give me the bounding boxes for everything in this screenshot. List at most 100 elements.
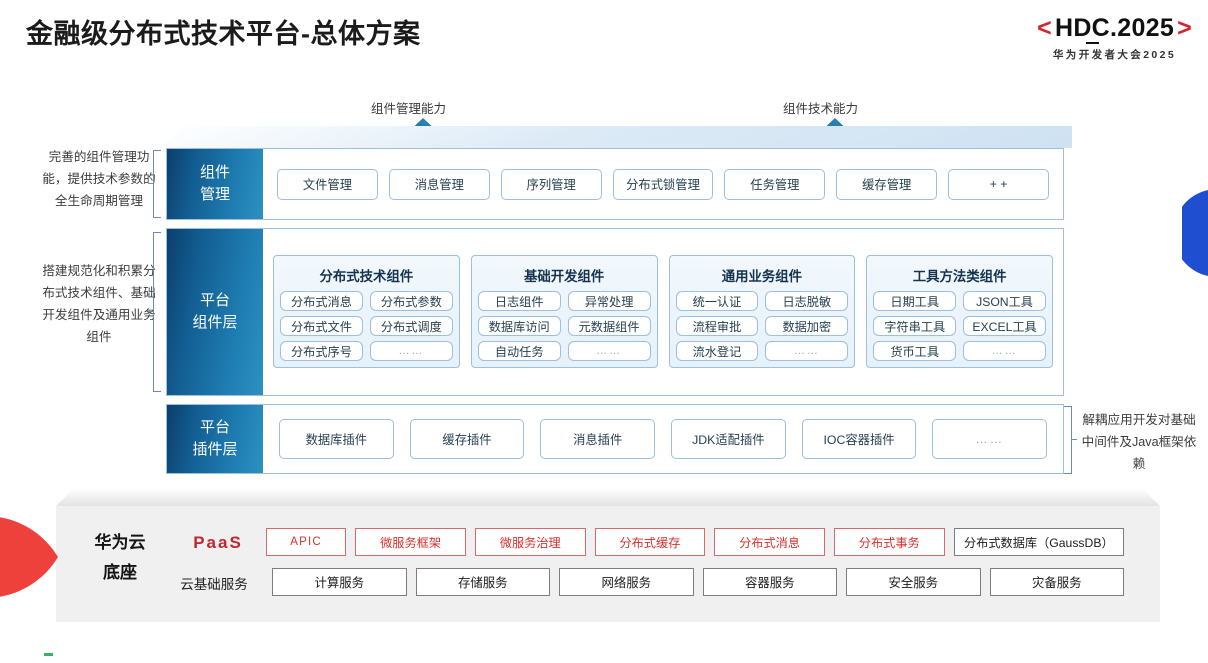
- bracket-tick-2: [148, 311, 153, 313]
- pill-log-component[interactable]: 日志组件: [477, 291, 561, 311]
- bracket-tick-3: [1072, 439, 1077, 441]
- group-grid: 日志组件 异常处理 数据库访问 元数据组件 自动任务 ……: [477, 291, 651, 361]
- group-distributed-tech-components: 分布式技术组件 分布式消息 分布式参数 分布式文件 分布式调度 分布式序号 ……: [273, 255, 460, 368]
- chip-network-service[interactable]: 网络服务: [559, 568, 694, 596]
- base-panel-bevel: [56, 490, 1160, 506]
- pill-unified-authentication[interactable]: 统一认证: [675, 291, 759, 311]
- chip-compute-service[interactable]: 计算服务: [272, 568, 407, 596]
- group-title: 通用业务组件: [721, 269, 803, 284]
- left-annotation-2: 搭建规范化和积累分布式技术组件、基础开发组件及通用业务组件: [42, 264, 156, 344]
- row-platform-plugin-layer: 平台 插件层 数据库插件 缓存插件 消息插件 JDK适配插件 IOC容器插件 ……: [166, 404, 1064, 474]
- pill-distributed-message[interactable]: 分布式消息: [280, 291, 363, 311]
- group-general-business-components: 通用业务组件 统一认证 日志脱敏 流程审批 数据加密 流水登记 ……: [668, 255, 856, 368]
- group-grid: 统一认证 日志脱敏 流程审批 数据加密 流水登记 ……: [675, 291, 849, 361]
- base-title-line-2: 底座: [103, 563, 137, 582]
- row-label-line-2: 插件层: [192, 441, 238, 458]
- row-label-line-1: 组件: [199, 164, 230, 181]
- pill-distributed-scheduling[interactable]: 分布式调度: [369, 316, 453, 336]
- chip-distributed-message[interactable]: 分布式消息: [714, 528, 825, 556]
- pill-date-tool[interactable]: 日期工具: [873, 291, 957, 311]
- chip-apic[interactable]: APIC: [266, 528, 347, 556]
- pill-more[interactable]: ……: [369, 341, 453, 361]
- row-label-component-management: 组件 管理: [167, 149, 263, 219]
- pill-transaction-registration[interactable]: 流水登记: [675, 341, 759, 361]
- pill-message-plugin[interactable]: 消息插件: [540, 419, 656, 459]
- red-wedge-decoration-icon: [0, 512, 58, 602]
- bracket-left-1: [153, 150, 161, 218]
- group-grid: 分布式消息 分布式参数 分布式文件 分布式调度 分布式序号 ……: [280, 291, 453, 361]
- row-label-line-1: 平台: [199, 419, 230, 436]
- bracket-left-2: [153, 232, 161, 392]
- base-panel: [56, 506, 1160, 622]
- pill-exception-handling[interactable]: 异常处理: [567, 291, 651, 311]
- row-component-management: 组件 管理 文件管理 消息管理 序列管理 分布式锁管理 任务管理 缓存管理 + …: [166, 148, 1064, 220]
- group-tool-method-components: 工具方法类组件 日期工具 JSON工具 字符串工具 EXCEL工具 货币工具 ……: [866, 255, 1053, 368]
- pill-data-encryption[interactable]: 数据加密: [765, 316, 849, 336]
- paas-row-tag: PaaS: [193, 533, 243, 552]
- chip-distributed-cache[interactable]: 分布式缓存: [594, 528, 706, 556]
- group-title: 基础开发组件: [523, 269, 605, 284]
- row-body-component-management: 文件管理 消息管理 序列管理 分布式锁管理 任务管理 缓存管理 + +: [263, 149, 1063, 219]
- pill-ioc-container-plugin[interactable]: IOC容器插件: [801, 419, 917, 459]
- chip-microservice-framework[interactable]: 微服务框架: [355, 528, 466, 556]
- hdc-right-bracket-icon: >: [1177, 14, 1192, 42]
- pill-metadata-component[interactable]: 元数据组件: [567, 316, 651, 336]
- base-panel-title: 华为云 底座: [72, 528, 168, 588]
- row-label-line-2: 管理: [199, 186, 230, 203]
- diagram-top-bevel: [160, 126, 1072, 148]
- pill-cache-plugin[interactable]: 缓存插件: [409, 419, 525, 459]
- row-label-platform-plugin-layer: 平台 插件层: [167, 405, 263, 473]
- pill-more[interactable]: ……: [932, 419, 1048, 459]
- chip-security-service[interactable]: 安全服务: [846, 568, 981, 596]
- hdc-logo-subtitle: 华为开发者大会2025: [1052, 49, 1177, 61]
- bracket-tick-1: [148, 183, 153, 185]
- row-body-platform-plugin-layer: 数据库插件 缓存插件 消息插件 JDK适配插件 IOC容器插件 ……: [263, 405, 1063, 473]
- hdc-logo-text: HDC.2025: [1054, 14, 1175, 44]
- chip-storage-service[interactable]: 存储服务: [415, 568, 550, 596]
- right-annotation: 解耦应用开发对基础中间件及Java框架依赖: [1081, 413, 1197, 471]
- pill-file-management[interactable]: 文件管理: [277, 168, 378, 200]
- group-basic-development-components: 基础开发组件 日志组件 异常处理 数据库访问 元数据组件 自动任务 ……: [470, 255, 658, 368]
- cloud-services-row-tag: 云基础服务: [180, 577, 248, 592]
- pill-database-access[interactable]: 数据库访问: [477, 316, 561, 336]
- chip-distributed-transaction[interactable]: 分布式事务: [833, 528, 945, 556]
- pill-more[interactable]: ……: [963, 341, 1046, 361]
- chip-disaster-recovery-service[interactable]: 灾备服务: [989, 568, 1124, 596]
- row-label-platform-component-layer: 平台 组件层: [167, 229, 263, 395]
- hdc-underline-mark: [1085, 42, 1099, 44]
- chip-microservice-governance[interactable]: 微服务治理: [474, 528, 586, 556]
- pill-message-management[interactable]: 消息管理: [388, 168, 490, 200]
- row-platform-component-layer: 平台 组件层 分布式技术组件 分布式消息 分布式参数 分布式文件 分布式调度 分…: [166, 228, 1064, 396]
- pill-process-approval[interactable]: 流程审批: [675, 316, 759, 336]
- pill-sequence-management[interactable]: 序列管理: [500, 168, 602, 200]
- pill-string-tool[interactable]: 字符串工具: [873, 316, 957, 336]
- pill-more[interactable]: ……: [567, 341, 651, 361]
- pill-add-more[interactable]: + +: [948, 168, 1050, 200]
- pill-distributed-parameter[interactable]: 分布式参数: [369, 291, 453, 311]
- flow-caption-component-technology: 组件技术能力: [783, 102, 859, 116]
- pill-log-desensitization[interactable]: 日志脱敏: [765, 291, 849, 311]
- pill-task-management[interactable]: 任务管理: [724, 168, 826, 200]
- flow-caption-component-management: 组件管理能力: [371, 102, 447, 116]
- chip-distributed-database-gaussdb[interactable]: 分布式数据库（GaussDB）: [953, 528, 1125, 556]
- pill-distributed-file[interactable]: 分布式文件: [280, 316, 363, 336]
- pill-automatic-task[interactable]: 自动任务: [477, 341, 561, 361]
- chip-container-service[interactable]: 容器服务: [702, 568, 837, 596]
- bracket-right-1: [1064, 406, 1072, 474]
- hdc-logo: <HDC.2025> 华为开发者大会2025: [1037, 14, 1192, 62]
- pill-cache-management[interactable]: 缓存管理: [836, 168, 938, 200]
- pill-distributed-lock-management[interactable]: 分布式锁管理: [612, 168, 714, 200]
- pill-jdk-adapter-plugin[interactable]: JDK适配插件: [671, 419, 786, 459]
- pill-database-plugin[interactable]: 数据库插件: [279, 419, 394, 459]
- pill-distributed-sequence[interactable]: 分布式序号: [280, 341, 363, 361]
- pill-excel-tool[interactable]: EXCEL工具: [963, 316, 1046, 336]
- page-title: 金融级分布式技术平台-总体方案: [26, 19, 421, 49]
- pill-more[interactable]: ……: [765, 341, 849, 361]
- pill-json-tool[interactable]: JSON工具: [963, 291, 1046, 311]
- hdc-left-bracket-icon: <: [1037, 14, 1052, 42]
- group-title: 分布式技术组件: [319, 269, 414, 284]
- blue-blob-decoration-icon: [1173, 190, 1208, 276]
- base-title-line-1: 华为云: [94, 533, 146, 552]
- pill-currency-tool[interactable]: 货币工具: [873, 341, 957, 361]
